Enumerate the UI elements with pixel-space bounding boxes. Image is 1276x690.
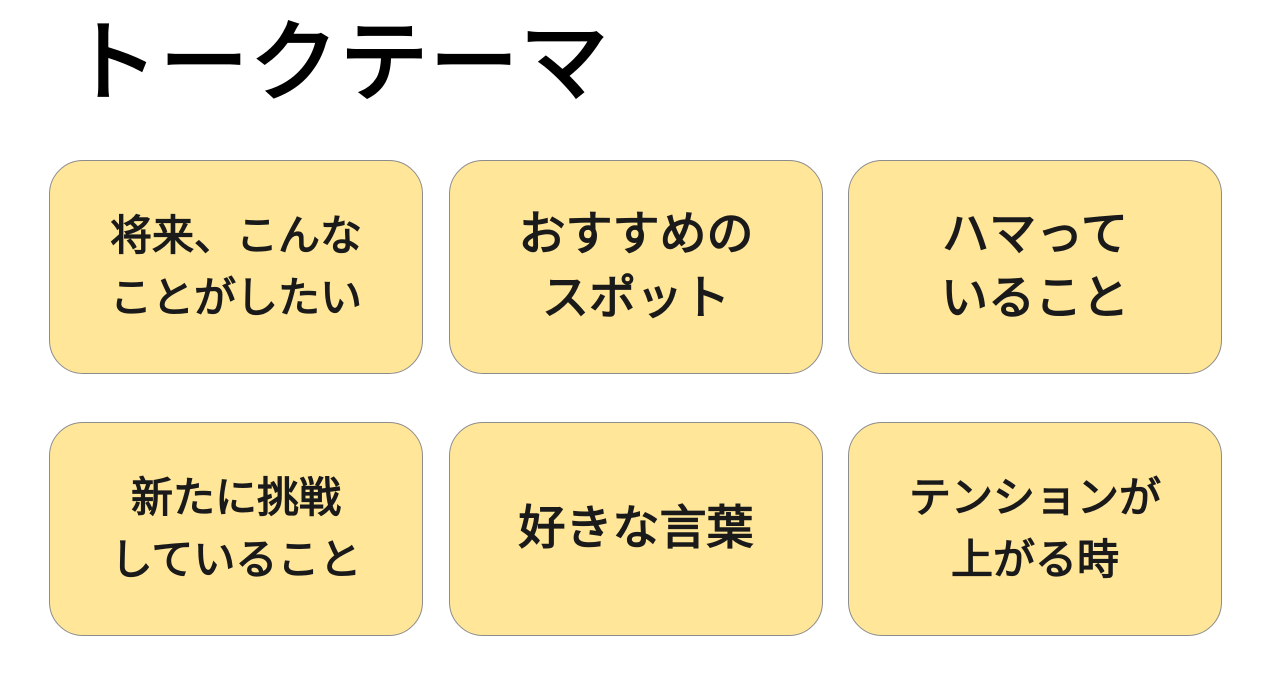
card-line: ハマって	[942, 207, 1128, 262]
topic-card-future[interactable]: 将来、こんな ことがしたい	[49, 160, 423, 374]
card-line: していること	[110, 535, 362, 584]
card-line: ことがしたい	[109, 273, 362, 322]
page-title: トークテーマ	[70, 11, 611, 114]
card-line: 好きな言葉	[518, 501, 754, 556]
card-line: 将来、こんな	[109, 211, 362, 260]
topic-card-excited-moments[interactable]: テンションが 上がる時	[848, 422, 1222, 636]
card-line: いること	[941, 271, 1129, 326]
topic-card-new-challenge[interactable]: 新たに挑戦 していること	[49, 422, 423, 636]
topic-card-hobby[interactable]: ハマって いること	[848, 160, 1222, 374]
topic-card-favorite-words[interactable]: 好きな言葉	[449, 422, 823, 636]
card-line: 新たに挑戦	[130, 473, 341, 522]
card-line: スポット	[542, 271, 730, 326]
card-line: 上がる時	[950, 535, 1119, 584]
topic-card-recommended-spot[interactable]: おすすめの スポット	[449, 160, 823, 374]
card-line: おすすめの	[518, 207, 754, 262]
card-line: テンションが	[908, 473, 1161, 522]
